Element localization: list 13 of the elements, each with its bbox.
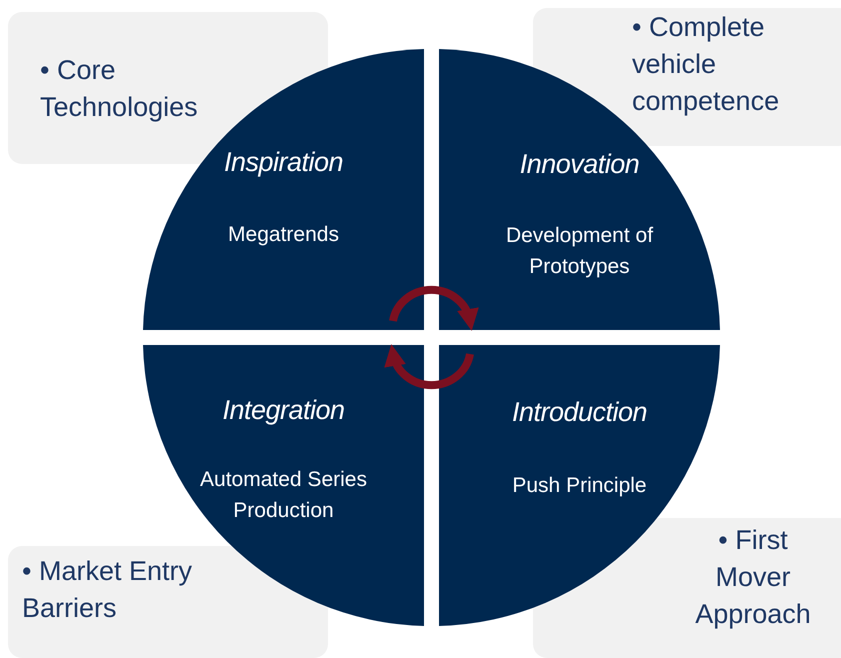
heading: Inspiration xyxy=(224,147,344,178)
description: Development of Prototypes xyxy=(504,223,654,280)
note-card xyxy=(8,546,328,658)
description: Megatrends xyxy=(228,222,339,248)
bullet-text: • Complete vehicle competence xyxy=(632,11,780,118)
bullet-text: • Market Entry Barriers xyxy=(22,555,193,625)
description: Push Principle xyxy=(512,473,647,499)
bullet-text: • Core Technologies xyxy=(40,54,199,124)
heading: Introduction xyxy=(512,397,648,428)
description: Automated Series Production xyxy=(199,467,368,524)
heading: Innovation xyxy=(520,149,640,180)
heading: Integration xyxy=(222,395,345,426)
bullet-text: • First Mover Approach xyxy=(694,524,812,631)
